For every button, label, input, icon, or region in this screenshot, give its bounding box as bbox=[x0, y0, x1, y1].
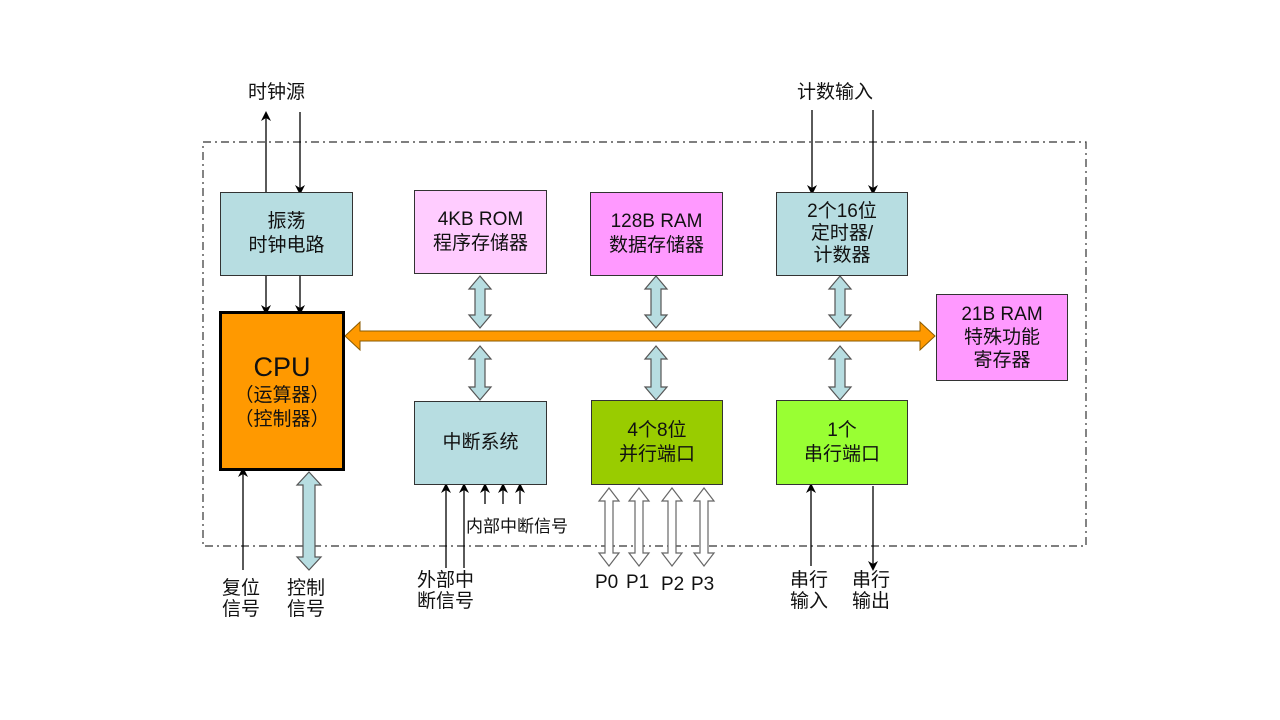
chip-boundary bbox=[202, 141, 1087, 547]
control-signal-label: 控制 信号 bbox=[287, 578, 325, 620]
port-label-p1: P1 bbox=[626, 572, 650, 593]
cpu-block: CPU （运算器） （控制器） bbox=[219, 311, 345, 471]
timer-counter-block: 2个16位 定时器/ 计数器 bbox=[776, 192, 908, 276]
port-label-p2: P2 bbox=[661, 574, 685, 595]
ext-int-label-line-1: 外部中 bbox=[417, 570, 475, 591]
parallel-bus-arrow bbox=[643, 345, 669, 401]
interrupt-line-1: 中断系统 bbox=[442, 432, 519, 453]
serial-line-2: 串行端口 bbox=[803, 443, 880, 465]
internal-interrupt-label: 内部中断信号 bbox=[466, 517, 568, 536]
timer-line-3: 计数器 bbox=[813, 245, 871, 266]
oscillator-line-2: 时钟电路 bbox=[248, 235, 325, 256]
port-p3-arrow bbox=[692, 487, 716, 567]
oscillator-line-1: 振荡 bbox=[267, 211, 306, 232]
count-input-label: 计数输入 bbox=[797, 82, 874, 103]
serial-input-label: 串行 输入 bbox=[790, 570, 828, 612]
port-p2-arrow bbox=[660, 487, 684, 567]
port-label-p0: P0 bbox=[595, 572, 619, 593]
timer-line-1: 2个16位 bbox=[807, 201, 877, 222]
control-label-line-1: 控制 bbox=[287, 578, 326, 599]
port-label-p3: P3 bbox=[691, 574, 715, 595]
serial-in-line-1: 串行 bbox=[790, 570, 829, 591]
serial-line-1: 1个 bbox=[827, 419, 857, 441]
timer-bus-arrow bbox=[827, 275, 853, 329]
serial-in-line-2: 输入 bbox=[790, 591, 829, 612]
rom-bus-arrow bbox=[467, 275, 493, 329]
control-label-line-2: 信号 bbox=[287, 599, 326, 620]
timer-line-2: 定时器/ bbox=[810, 223, 874, 244]
oscillator-clock-block: 振荡 时钟电路 bbox=[220, 192, 353, 276]
reset-label-line-2: 信号 bbox=[222, 599, 261, 620]
reset-signal-label: 复位 信号 bbox=[222, 578, 260, 620]
cpu-line-2: （控制器） bbox=[234, 409, 330, 430]
rom-block: 4KB ROM 程序存储器 bbox=[414, 190, 547, 274]
internal-bus-arrow bbox=[344, 320, 936, 352]
port-p1-arrow bbox=[627, 487, 651, 567]
ram-block: 128B RAM 数据存储器 bbox=[590, 192, 723, 276]
serial-bus-arrow bbox=[827, 345, 853, 401]
control-signal-arrow bbox=[295, 471, 323, 571]
ext-int-label-line-2: 断信号 bbox=[417, 591, 475, 612]
serial-out-line-1: 串行 bbox=[852, 570, 891, 591]
sfr-line-3: 寄存器 bbox=[973, 350, 1031, 371]
port-p0-arrow bbox=[597, 487, 621, 567]
serial-output-label: 串行 输出 bbox=[852, 570, 890, 612]
cpu-title: CPU bbox=[253, 352, 311, 382]
parallel-line-1: 4个8位 bbox=[627, 419, 687, 441]
cpu-line-1: （运算器） bbox=[234, 385, 330, 406]
rom-line-1: 4KB ROM bbox=[437, 209, 524, 230]
serial-port-block: 1个 串行端口 bbox=[776, 400, 908, 485]
external-interrupt-label: 外部中 断信号 bbox=[417, 570, 474, 612]
interrupt-bus-arrow bbox=[467, 345, 493, 401]
clock-source-label: 时钟源 bbox=[248, 82, 306, 103]
rom-line-2: 程序存储器 bbox=[432, 233, 528, 254]
serial-out-line-2: 输出 bbox=[852, 591, 891, 612]
sfr-line-1: 21B RAM bbox=[961, 304, 1043, 325]
reset-label-line-1: 复位 bbox=[222, 578, 261, 599]
parallel-port-block: 4个8位 并行端口 bbox=[591, 400, 723, 485]
sfr-block: 21B RAM 特殊功能 寄存器 bbox=[936, 294, 1068, 381]
sfr-line-2: 特殊功能 bbox=[963, 327, 1040, 348]
interrupt-system-block: 中断系统 bbox=[414, 401, 547, 485]
ram-line-1: 128B RAM bbox=[610, 211, 703, 232]
parallel-line-2: 并行端口 bbox=[618, 443, 695, 465]
ram-line-2: 数据存储器 bbox=[608, 235, 704, 256]
ram-bus-arrow bbox=[643, 275, 669, 329]
